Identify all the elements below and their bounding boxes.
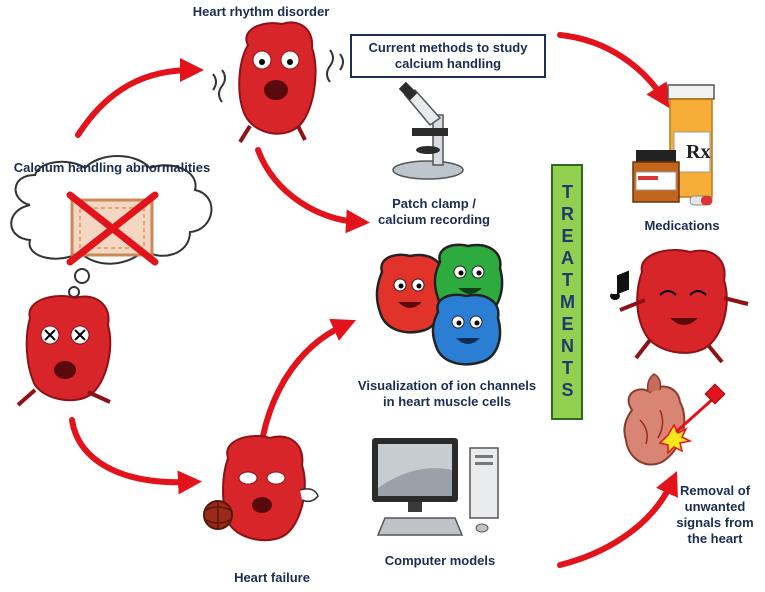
ion-channels-icon	[375, 243, 504, 366]
heart-character-failure	[203, 435, 319, 542]
thought-cloud-icon	[10, 155, 213, 298]
current-methods-box: Current methods to study calcium handlin…	[350, 34, 546, 78]
arrow-calcium-to-rhythm	[75, 58, 204, 138]
removal-line2: unwanted	[684, 499, 746, 514]
label-patch-clamp: Patch clamp / calcium recording	[374, 196, 494, 228]
visualization-line1: Visualization of ion channels	[357, 378, 537, 393]
label-calcium-handling: Calcium handling abnormalities	[13, 160, 211, 175]
arrow-rhythm-to-patchclamp	[255, 147, 370, 234]
label-computer-models: Computer models	[384, 553, 496, 568]
microscope-icon	[392, 81, 464, 180]
label-visualization: Visualization of ion channels in heart m…	[352, 378, 542, 410]
heart-character-calcium	[16, 295, 112, 407]
patch-clamp-line2: calcium recording	[378, 212, 490, 227]
treatments-bar: TREATMENTS	[551, 164, 583, 420]
label-heart-rhythm-disorder: Heart rhythm disorder	[192, 4, 330, 19]
arrow-calcium-to-heartfailure	[69, 417, 202, 495]
label-heart-failure: Heart failure	[234, 570, 310, 585]
visualization-line2: in heart muscle cells	[383, 394, 511, 409]
ion-channel-blue	[431, 293, 502, 366]
arrow-computer-to-removal	[557, 471, 678, 568]
treatments-label: TREATMENTS	[557, 182, 578, 402]
pill-bottle-icon: Rx	[632, 84, 715, 206]
ion-channel-red	[375, 253, 446, 334]
patch-clamp-line1: Patch clamp /	[392, 196, 476, 211]
label-medications: Medications	[644, 218, 720, 233]
heart-organ-icon	[623, 373, 726, 466]
current-methods-line1: Current methods to study	[368, 40, 528, 55]
current-methods-line2: calcium handling	[394, 56, 502, 71]
heart-character-rhythm	[212, 21, 344, 144]
arrow-to-medications	[557, 32, 670, 109]
removal-line1: Removal of	[679, 483, 751, 498]
label-removal: Removal of unwanted signals from the hea…	[670, 483, 760, 547]
heart-character-happy	[610, 249, 749, 364]
computer-icon	[372, 438, 499, 536]
removal-line4: the heart	[687, 531, 743, 546]
removal-line3: signals from	[676, 515, 754, 530]
rx-label: Rx	[686, 141, 710, 163]
